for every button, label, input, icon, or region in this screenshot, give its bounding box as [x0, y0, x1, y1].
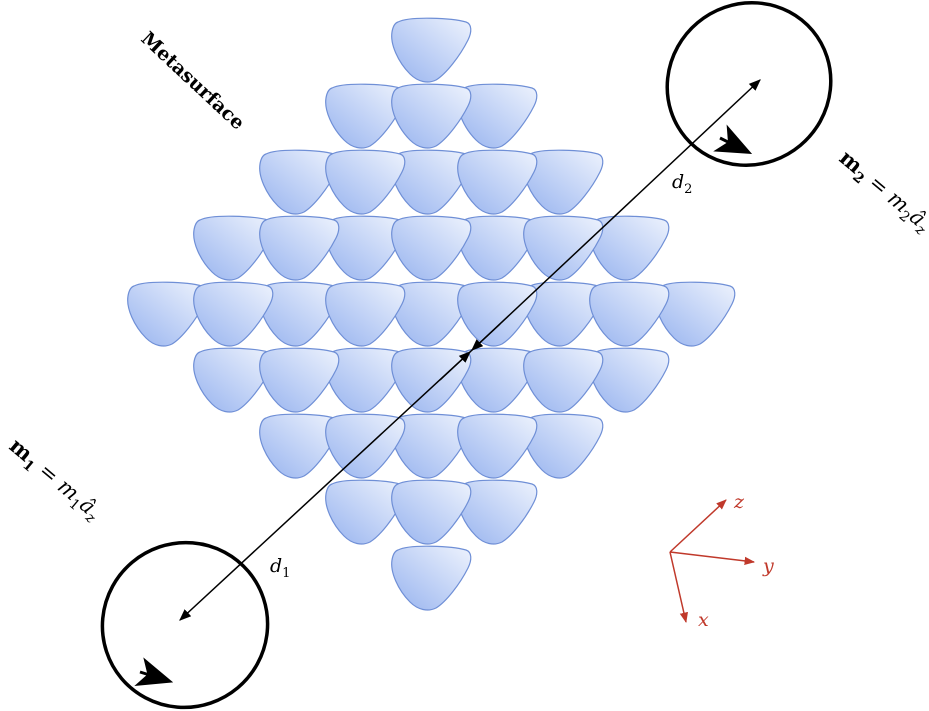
metasurface-element — [391, 479, 472, 545]
loop-arrow-m1 — [134, 657, 174, 686]
distance-label-d1: d1 — [270, 555, 290, 581]
metasurface-element — [457, 281, 538, 347]
distance-label-d2: d2 — [672, 171, 692, 197]
metasurface-element — [391, 215, 472, 281]
loop-arrow-m2 — [713, 124, 753, 155]
axis-line-upper — [469, 79, 761, 353]
metasurface-element — [523, 215, 604, 281]
current-loop-m1 — [100, 540, 270, 710]
axis-y-arrow — [669, 551, 756, 566]
axis-line-lower — [179, 351, 471, 621]
metasurface-element — [391, 347, 472, 413]
metasurface-element — [457, 149, 538, 215]
coordinate-axes: z y x — [669, 491, 774, 631]
metasurface-element — [325, 149, 406, 215]
axis-x-label: x — [698, 609, 709, 631]
equation-m1: m1 = m1âz — [2, 433, 107, 527]
equation-m2: m2 = m2âz — [832, 145, 929, 239]
metasurface-element — [391, 83, 472, 149]
metasurface-element — [325, 281, 406, 347]
metasurface-element — [589, 281, 670, 347]
metasurface-element — [391, 17, 472, 83]
axis-z-label: z — [733, 491, 745, 513]
metasurface-title: Metasurface — [137, 28, 249, 135]
metasurface-element — [457, 413, 538, 479]
current-loop-m2 — [665, 0, 833, 168]
metasurface-element — [523, 347, 604, 413]
metasurface-element — [259, 347, 340, 413]
axis-x-arrow — [669, 551, 688, 624]
metasurface-element — [193, 281, 274, 347]
center-arrow-from-lower — [439, 351, 471, 381]
metasurface-element — [391, 545, 472, 611]
metasurface-element — [259, 215, 340, 281]
center-arrow-from-upper — [471, 323, 501, 351]
axis-z-arrow — [669, 499, 727, 553]
axis-y-label: y — [762, 555, 774, 577]
